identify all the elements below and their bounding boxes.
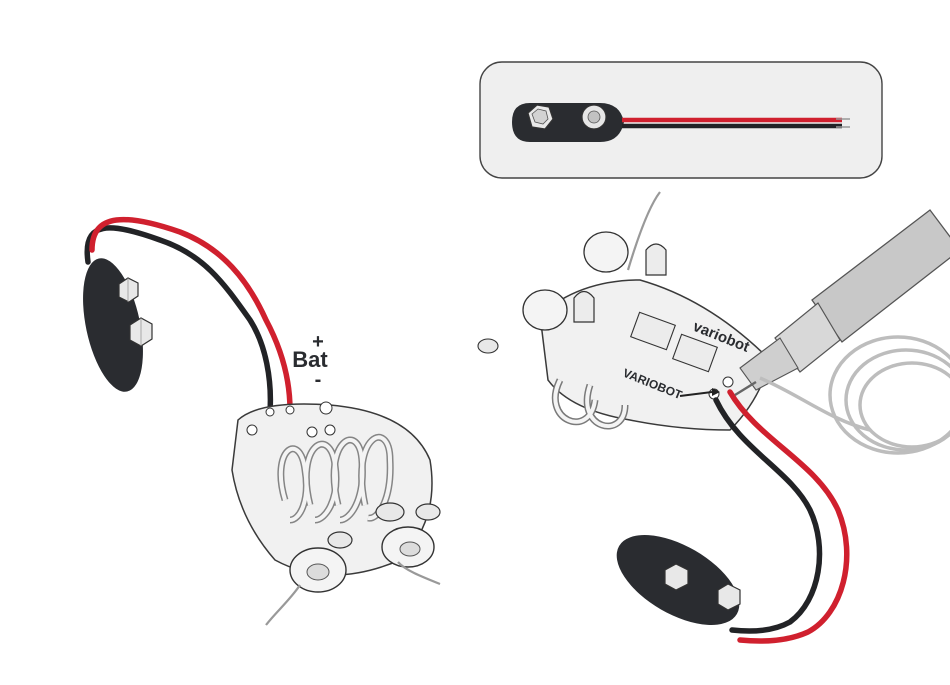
soldering-iron-icon (735, 210, 950, 453)
battery-polarity-label: + Bat - (292, 331, 328, 391)
right-battery-clip (602, 517, 754, 644)
right-robot-assembly: variobot VARIOBOT (478, 192, 950, 643)
inset-panel (480, 62, 882, 178)
left-circuit-board (232, 402, 440, 625)
left-robot-assembly: + Bat - (72, 220, 440, 625)
left-battery-clip (72, 253, 153, 397)
bat-label: Bat (292, 347, 328, 372)
right-circuit-board: variobot VARIOBOT (478, 192, 770, 430)
minus-sign: - (315, 369, 322, 391)
